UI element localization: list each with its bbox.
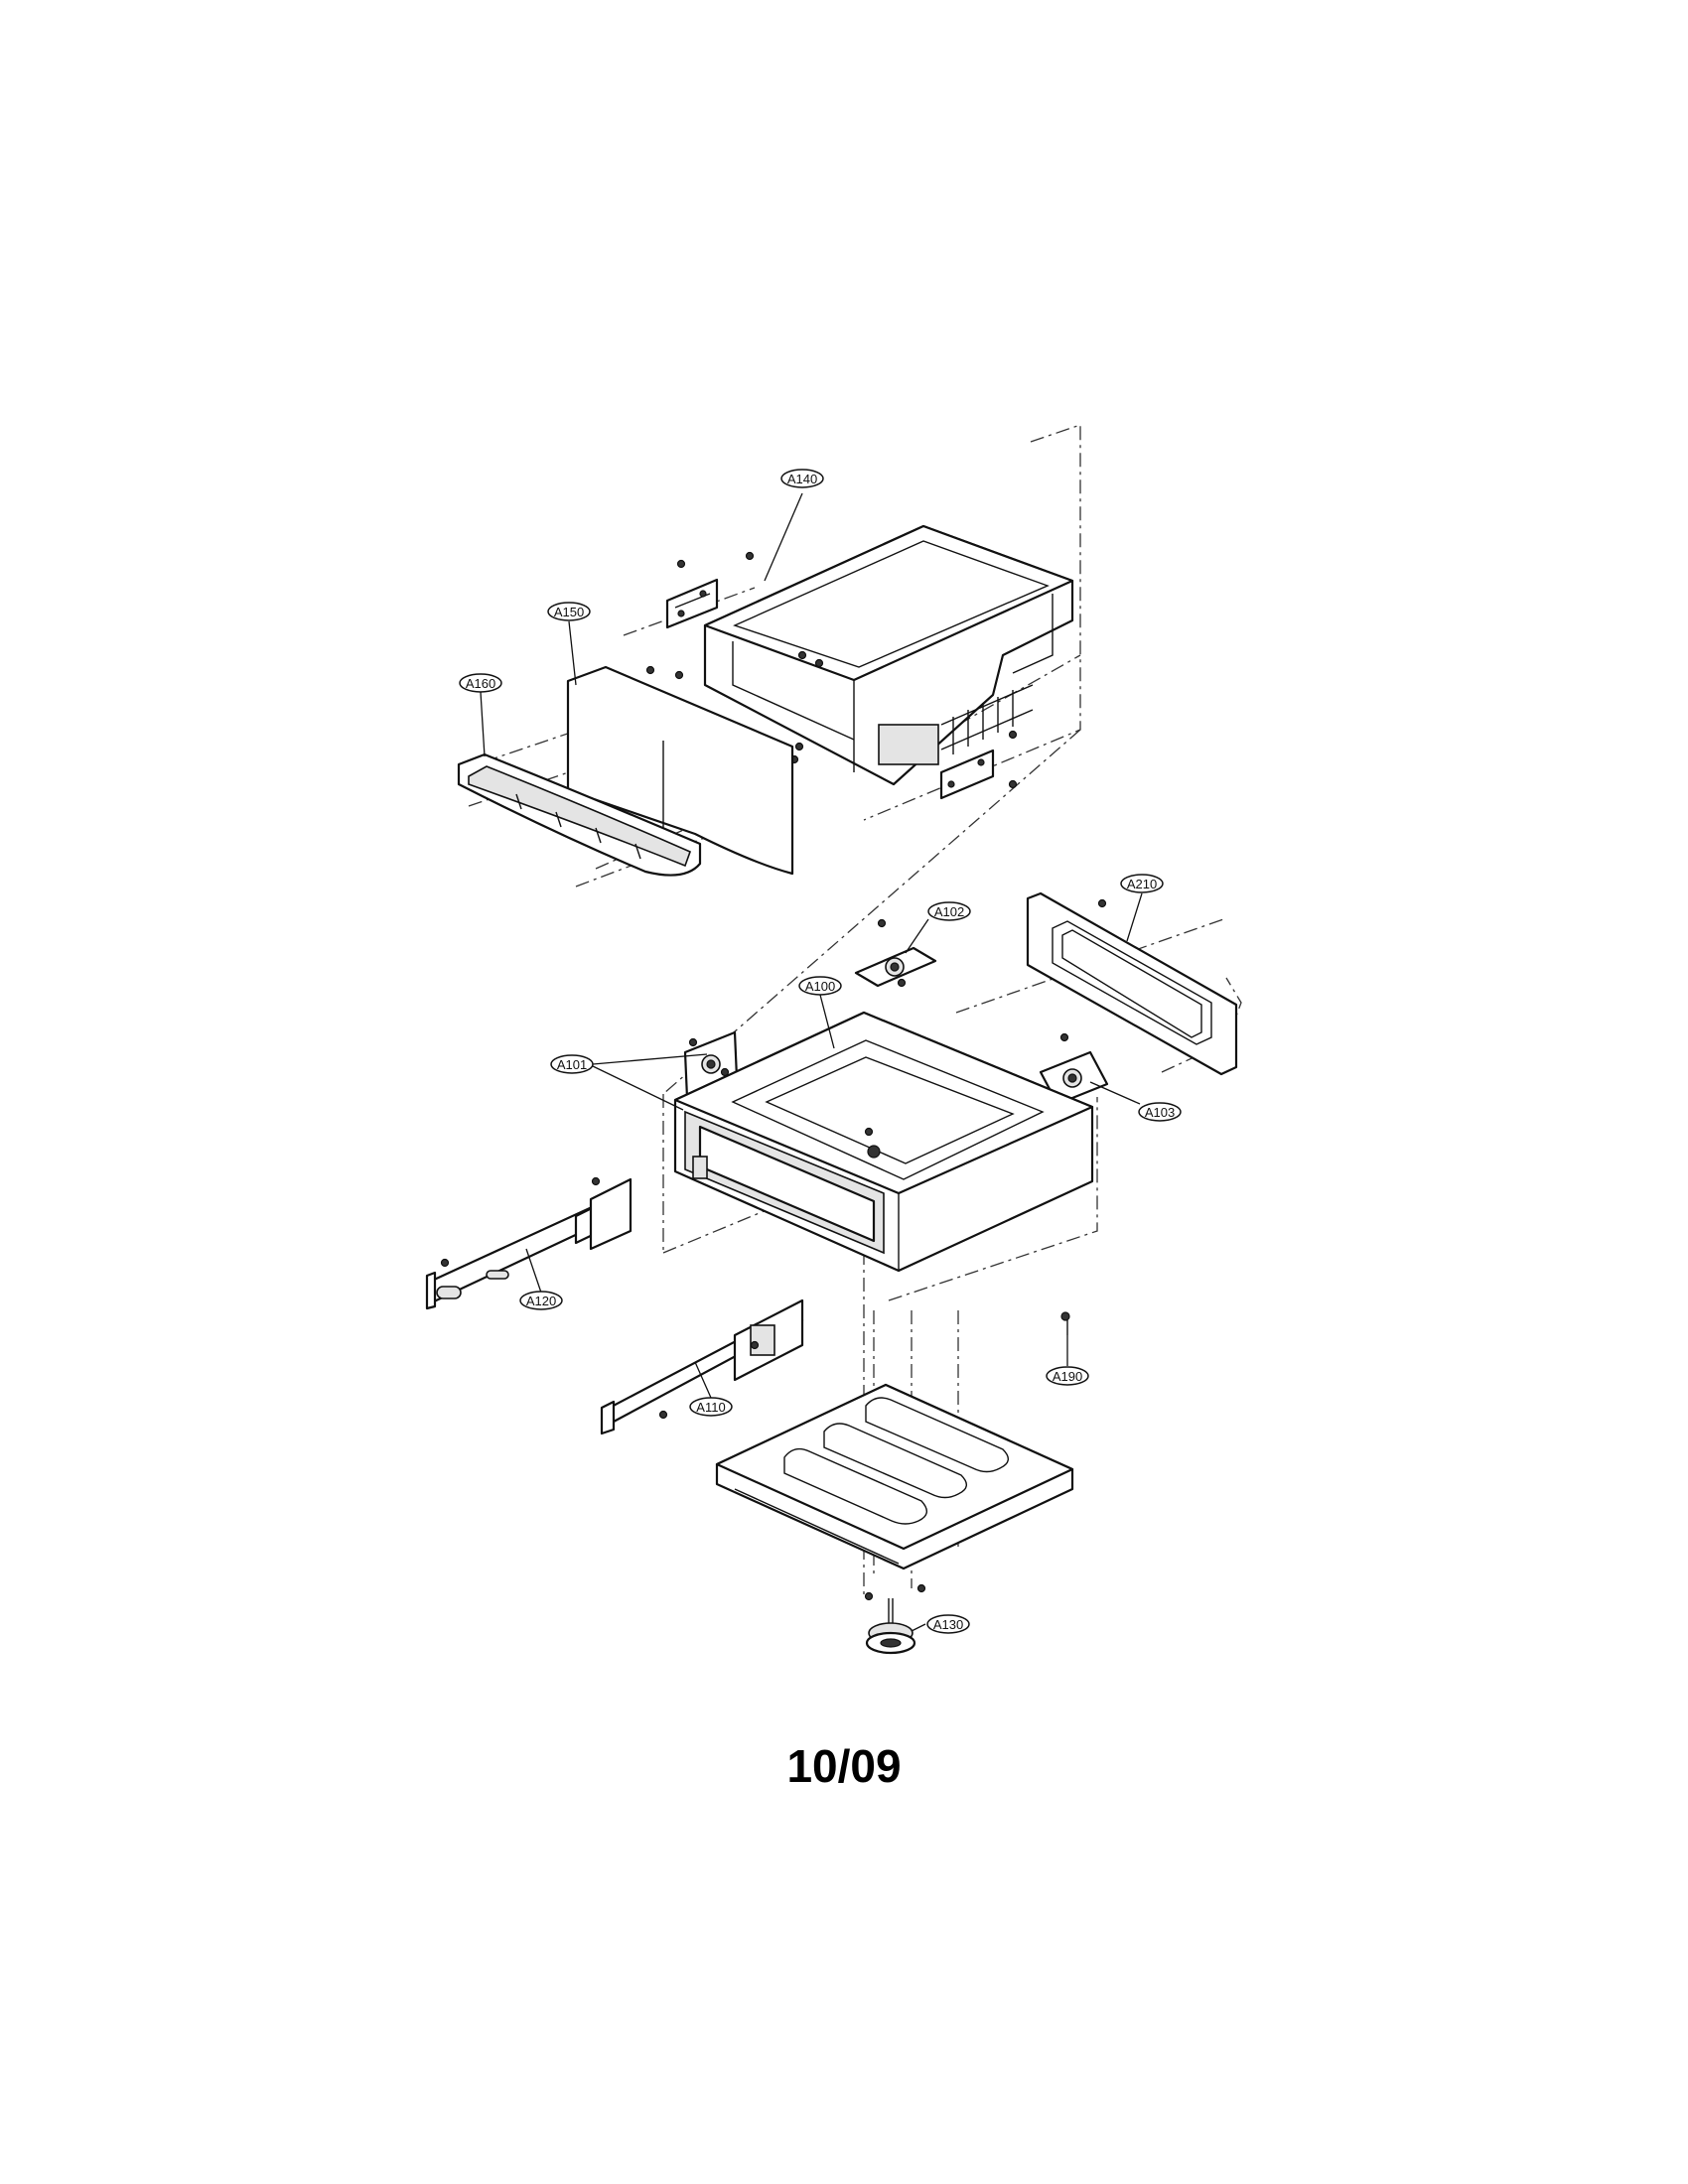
callout-a100-label: A100 [805,979,835,994]
callout-a110: A110 [689,1397,733,1417]
callout-a101-label: A101 [557,1057,587,1072]
drawer-mount-bracket-side [939,749,995,800]
callout-a101: A101 [550,1054,594,1074]
slide-rail-left [425,1176,633,1310]
bottom-plate [715,1383,1074,1601]
callout-a102-label: A102 [934,904,964,919]
callout-leader-lines [480,492,1143,1632]
callout-a103: A103 [1138,1102,1182,1122]
callout-a190: A190 [1046,1366,1089,1386]
callout-a130: A130 [926,1614,970,1634]
callout-a103-label: A103 [1145,1105,1175,1120]
callout-a102: A102 [927,901,971,921]
revision-code: 10/09 [786,1740,902,1792]
screw-a190 [1060,1311,1070,1335]
screws-upper [645,551,1018,789]
callout-a190-label: A190 [1053,1369,1082,1384]
drawer-mount-bracket-top [665,578,719,629]
rear-cover-plate [1026,891,1238,1076]
leveling-foot [865,1598,916,1655]
callout-a150-label: A150 [554,605,584,619]
callout-a160-label: A160 [466,676,495,691]
bracket-a102 [854,918,937,988]
callout-a140: A140 [780,469,824,488]
callout-a120-label: A120 [526,1294,556,1308]
drawer-frame-housing [673,1011,1094,1273]
drawer-grille [878,684,1034,765]
callout-a150: A150 [547,602,591,621]
callout-a100: A100 [798,976,842,996]
callout-a160: A160 [459,673,502,693]
callout-a210: A210 [1120,874,1164,893]
callout-a140-label: A140 [787,472,817,486]
callout-a130-label: A130 [933,1617,963,1632]
callout-a110-label: A110 [696,1400,725,1415]
callout-a210-label: A210 [1127,877,1157,891]
drawer-cover-handle [457,752,702,877]
callout-a120: A120 [519,1291,563,1310]
crisper-drawer-bin [703,524,1074,786]
slide-rail-right [600,1298,804,1435]
